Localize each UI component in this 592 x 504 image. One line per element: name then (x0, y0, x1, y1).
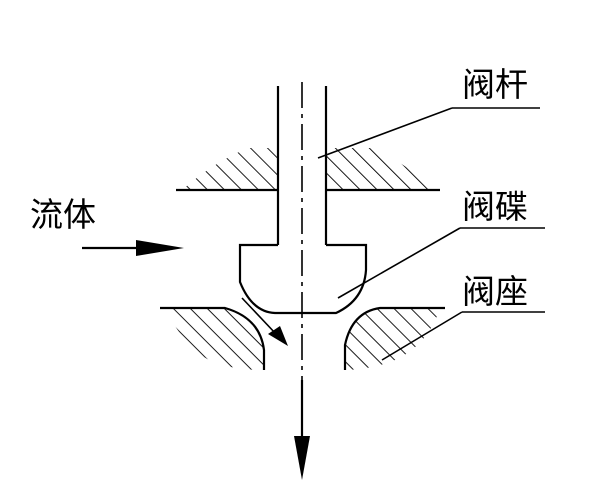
valve-seat-right (343, 306, 445, 370)
label-disc: 阀碟 (462, 187, 528, 226)
valve-stem (276, 86, 328, 245)
gap-flow-arrow (241, 297, 288, 346)
label-fluid: 流体 (30, 195, 96, 234)
outflow-arrow (294, 380, 310, 480)
seat-leader (381, 311, 463, 361)
inflow-arrow (82, 240, 184, 256)
stem-leader (317, 107, 453, 159)
valve-seat-left (160, 306, 266, 370)
upper-housing (176, 148, 440, 192)
label-stem: 阀杆 (462, 65, 528, 104)
label-seat: 阀座 (462, 272, 528, 311)
valve-disc (238, 243, 368, 315)
disc-leader (337, 227, 461, 299)
